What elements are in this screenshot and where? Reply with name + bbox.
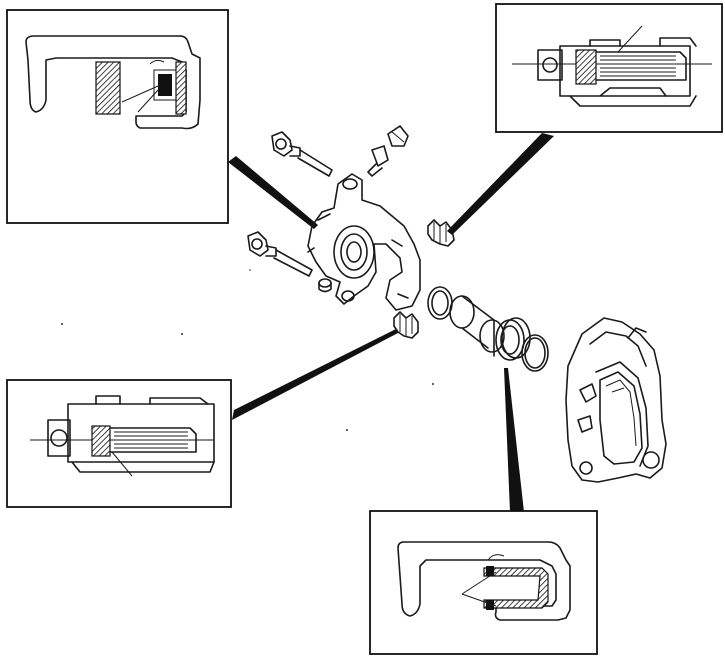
bleeder-cap — [387, 125, 409, 147]
leader-top-right — [447, 133, 554, 235]
callout-middle-left — [6, 379, 232, 508]
leader-top-left — [228, 156, 318, 229]
bushing — [318, 278, 332, 293]
upper-guide-boot — [427, 219, 455, 247]
lower-guide-bolt — [247, 231, 313, 277]
upper-guide-bolt — [271, 131, 333, 177]
bleeder-screw — [367, 145, 389, 177]
leader-middle-left — [232, 329, 398, 420]
scan-speckles — [61, 269, 461, 561]
caliper-bracket-with-pads — [565, 317, 667, 483]
piston-seal — [427, 286, 453, 320]
piston — [449, 295, 505, 357]
dust-boot — [495, 317, 531, 361]
retaining-ring — [521, 334, 549, 372]
leader-bottom-right — [504, 368, 524, 512]
callout-bottom-right — [369, 510, 598, 655]
lower-guide-boot — [393, 311, 419, 339]
callout-top-left — [6, 9, 229, 224]
caliper-body — [307, 173, 421, 311]
callout-top-right — [495, 3, 723, 133]
